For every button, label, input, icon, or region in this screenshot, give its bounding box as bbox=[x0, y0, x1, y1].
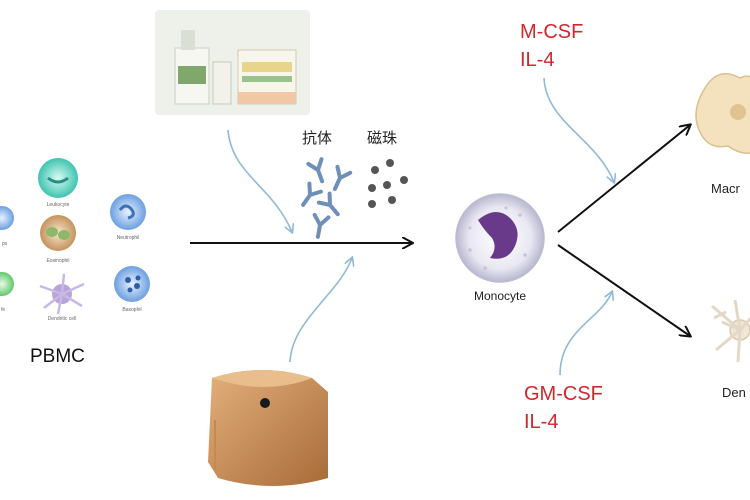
reagent-curve-arrow bbox=[227, 129, 292, 232]
macrophage-label: Macr bbox=[711, 181, 741, 196]
basophil-cell-icon bbox=[114, 266, 150, 302]
dendritic-cell-small-icon bbox=[39, 273, 85, 315]
partial-caption-b: fe bbox=[1, 307, 5, 313]
cytokine-top-2: IL-4 bbox=[520, 49, 554, 71]
arrow-to-macrophage bbox=[557, 125, 690, 233]
dendritic-caption: Dendritic cell bbox=[48, 316, 77, 322]
pbmc-cell-cluster: Leukocyte Neutrophil Eosinophil Dendriti… bbox=[0, 158, 150, 322]
device-curve-arrow bbox=[289, 258, 352, 363]
arrow-to-dendritic bbox=[557, 244, 690, 336]
partial-caption-a: ps bbox=[2, 241, 8, 247]
leukocyte-cell-icon bbox=[38, 158, 78, 198]
pbmc-label: PBMC bbox=[30, 346, 85, 367]
bead-label: 磁珠 bbox=[367, 129, 397, 147]
cytokine-bottom-2: IL-4 bbox=[524, 411, 558, 433]
neutrophil-caption: Neutrophil bbox=[117, 235, 140, 241]
dendritic-cell-icon bbox=[711, 299, 750, 363]
cytokine-bottom-1: GM-CSF bbox=[524, 383, 603, 405]
neutrophil-cell-icon bbox=[110, 194, 146, 230]
reagent-kit-image bbox=[155, 10, 310, 115]
eosinophil-caption: Eosinophil bbox=[46, 258, 69, 264]
leukocyte-caption: Leukocyte bbox=[47, 202, 70, 208]
gmcsf-curve-arrow bbox=[559, 292, 612, 376]
monocyte-label: Monocyte bbox=[474, 289, 526, 303]
partial-cell-icon-b bbox=[0, 272, 14, 296]
partial-cell-icon-a bbox=[0, 206, 14, 230]
macrophage-cell-icon bbox=[695, 73, 750, 154]
antibody-label: 抗体 bbox=[302, 129, 332, 147]
magnetic-separator-device-image bbox=[208, 370, 328, 486]
mcsf-curve-arrow bbox=[543, 77, 614, 182]
magnetic-bead-icons bbox=[368, 159, 408, 208]
monocyte-cell-icon bbox=[455, 193, 545, 283]
eosinophil-cell-icon bbox=[40, 215, 76, 251]
basophil-caption: Basophil bbox=[122, 307, 141, 313]
dendritic-label: Den bbox=[722, 385, 746, 400]
cytokine-top-1: M-CSF bbox=[520, 21, 583, 43]
antibody-icons bbox=[301, 157, 353, 239]
